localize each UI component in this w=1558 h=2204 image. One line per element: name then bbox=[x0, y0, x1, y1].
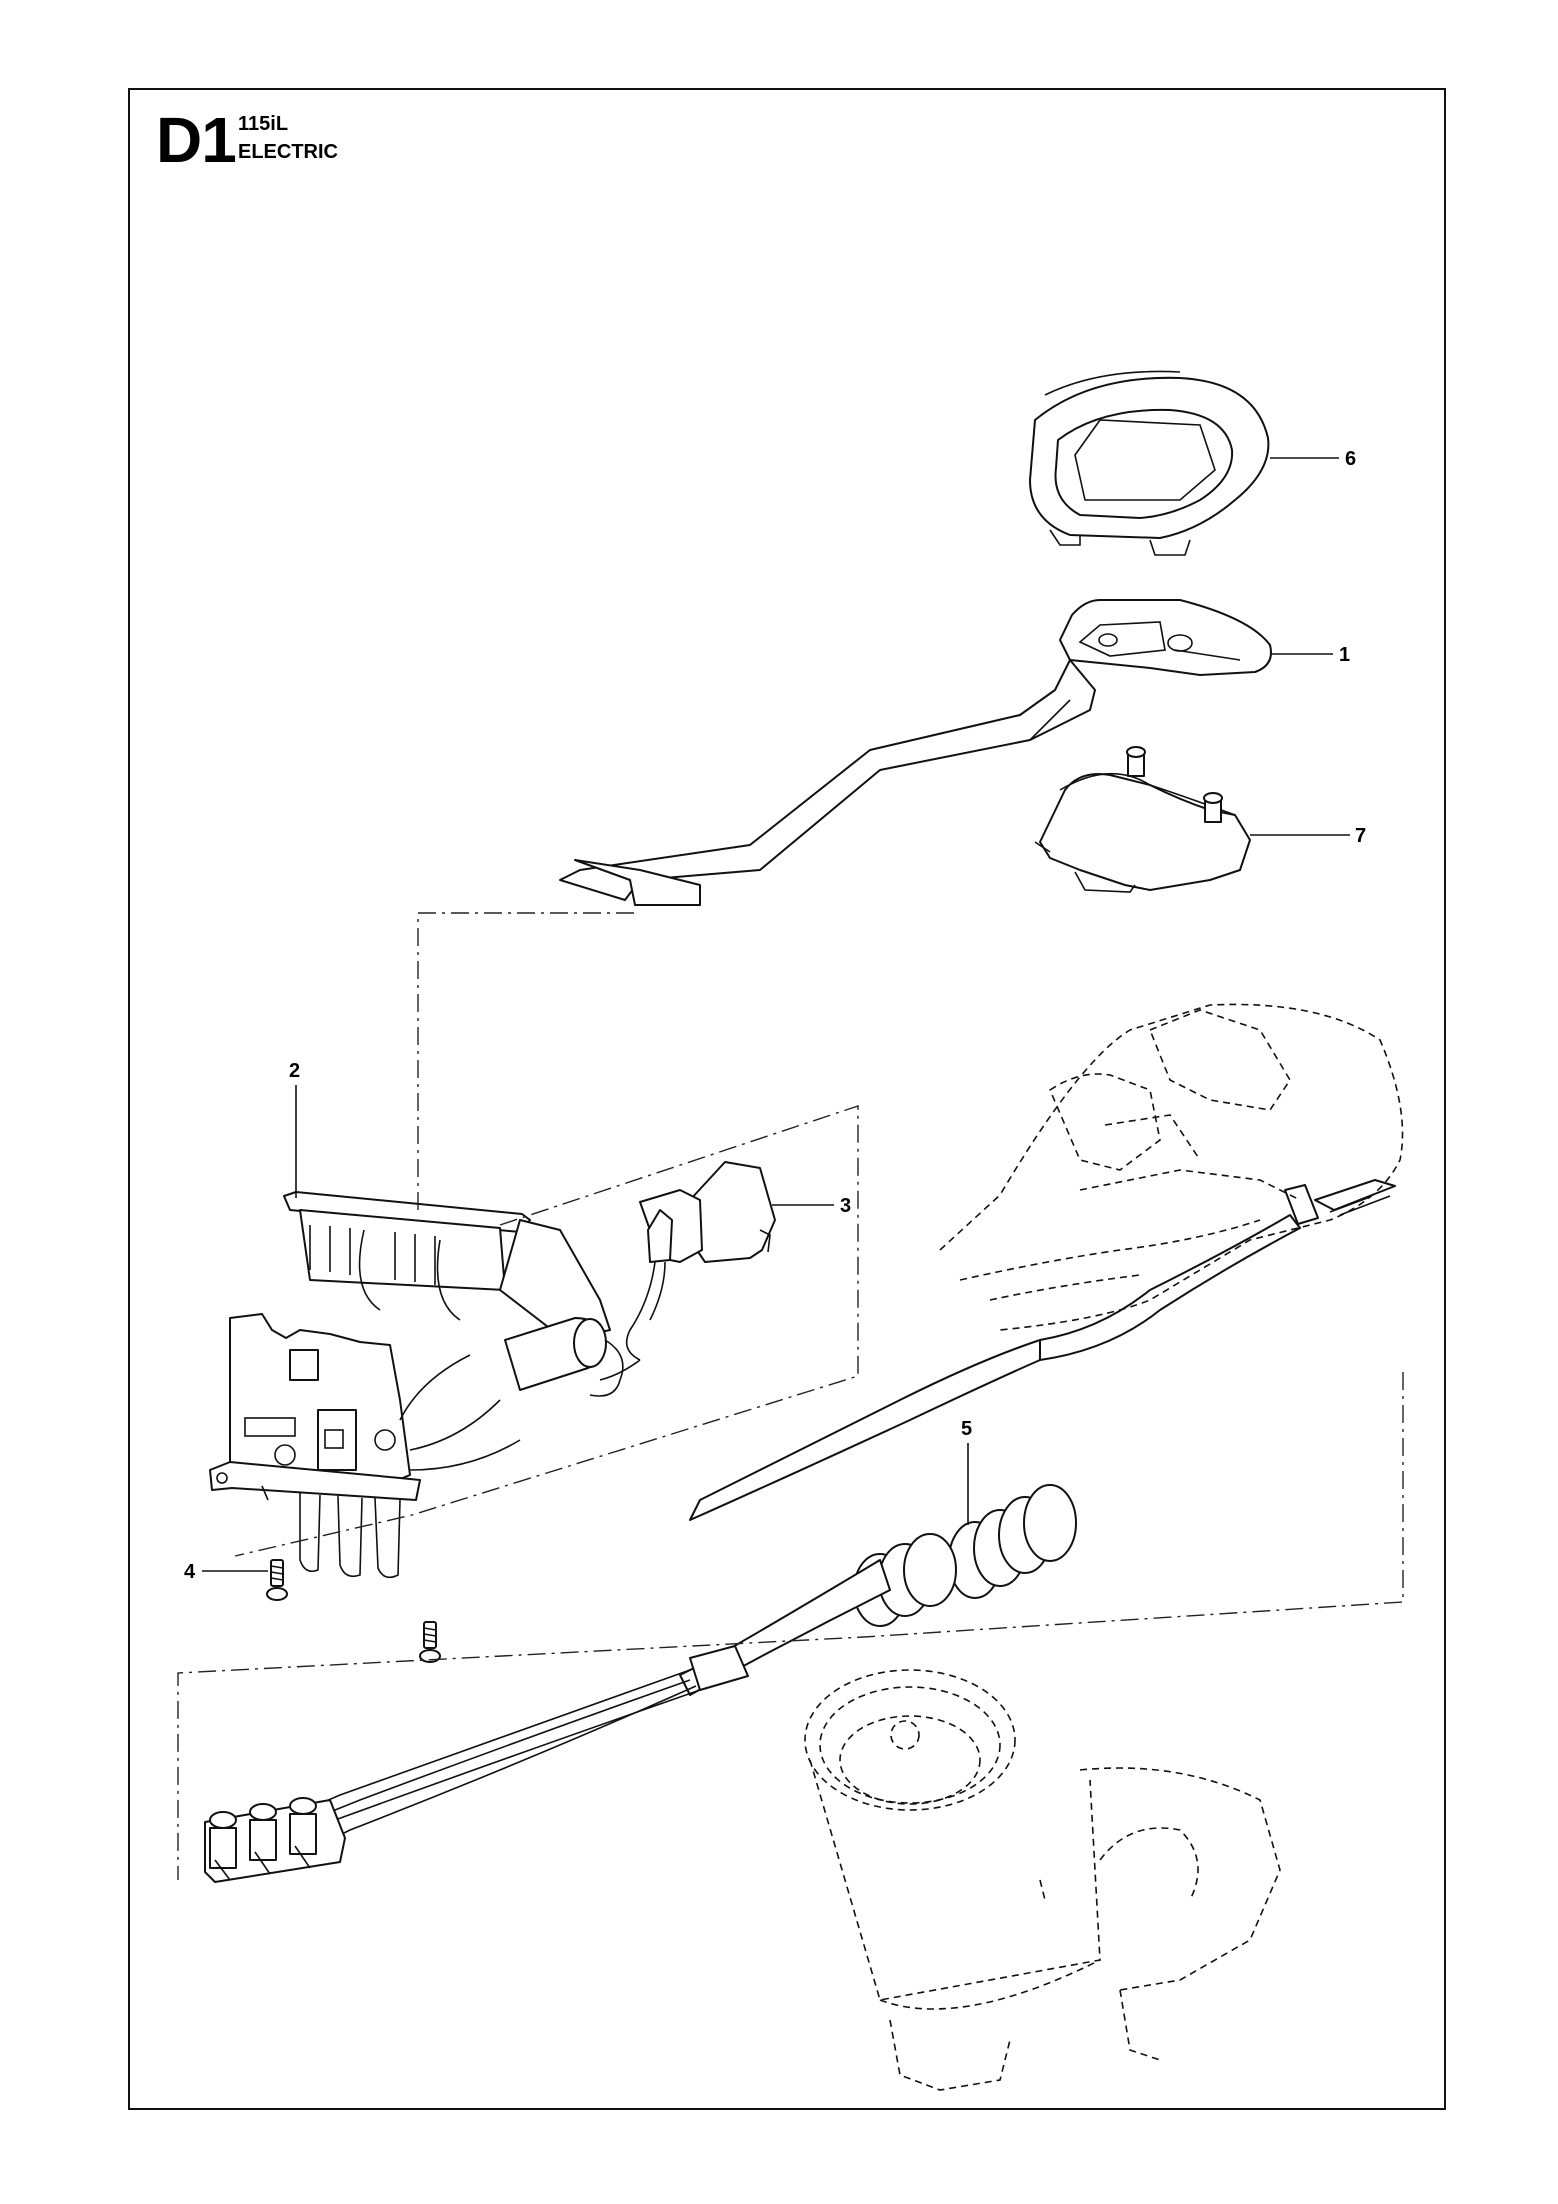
part-3-micro-switch bbox=[599, 1161, 776, 1381]
assembly-reference-lines bbox=[177, 912, 1404, 1880]
part-2-control-board bbox=[209, 1191, 624, 1579]
section-code: D1 bbox=[156, 104, 237, 176]
callout-labels: 6 1 7 2 3 4 5 bbox=[184, 448, 1366, 1583]
part-5-cable-harness bbox=[204, 1179, 1396, 1883]
callout-leaders bbox=[202, 457, 1350, 1572]
callout-1: 1 bbox=[1339, 644, 1350, 666]
callout-7: 7 bbox=[1355, 825, 1366, 847]
callout-2: 2 bbox=[289, 1060, 300, 1082]
part-7-keypad-frame bbox=[1034, 746, 1251, 893]
page-frame bbox=[128, 88, 1446, 2110]
section-title: ELECTRIC bbox=[238, 141, 338, 163]
reference-motor bbox=[804, 1669, 1281, 2091]
part-4-screw bbox=[266, 1559, 441, 1663]
part-6-handle-cover bbox=[1029, 370, 1270, 556]
callout-6: 6 bbox=[1345, 448, 1356, 470]
callout-3: 3 bbox=[840, 1195, 851, 1217]
model-name: 115iL bbox=[238, 113, 289, 135]
callout-4: 4 bbox=[184, 1561, 196, 1583]
part-1-keypad-membrane bbox=[559, 599, 1272, 906]
reference-handle-housing bbox=[939, 1003, 1404, 1331]
callout-5: 5 bbox=[961, 1418, 972, 1440]
